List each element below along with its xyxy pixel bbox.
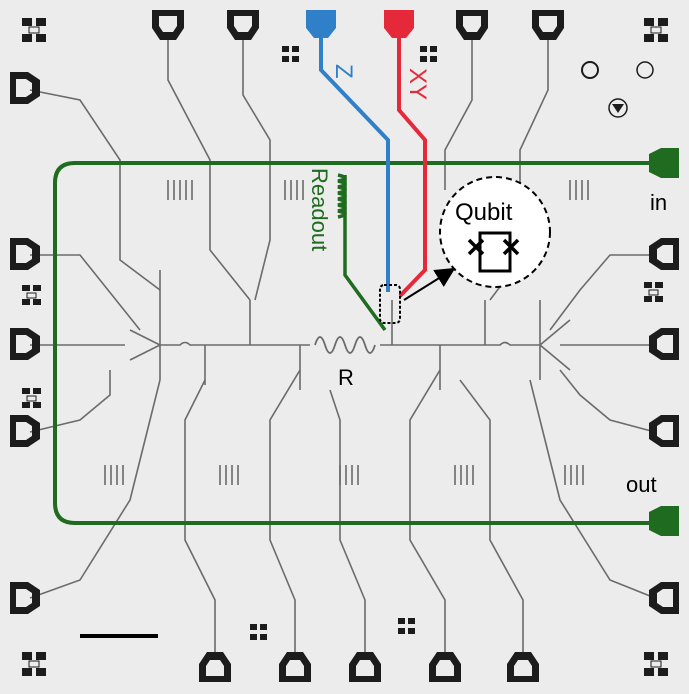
alignment-mark-icon bbox=[398, 618, 415, 634]
alignment-mark-icon bbox=[22, 388, 41, 408]
resonator-r-meander bbox=[314, 336, 376, 354]
alignment-mark-icon bbox=[22, 18, 46, 42]
pad-top-5 bbox=[456, 10, 488, 40]
cross-left bbox=[129, 270, 162, 380]
pad-bottom-1 bbox=[199, 652, 231, 682]
qubit-label: Qubit bbox=[455, 199, 513, 226]
trace-bottom-5 bbox=[459, 379, 524, 655]
out-port-label: out bbox=[626, 472, 657, 497]
alignment-mark-icon bbox=[644, 652, 668, 676]
logo-mark-3-inner bbox=[612, 104, 624, 113]
resonator-label: R bbox=[338, 365, 354, 390]
pad-bottom-2 bbox=[279, 652, 311, 682]
meander-7 bbox=[454, 465, 474, 485]
pad-bottom-5 bbox=[507, 652, 539, 682]
trace-right-3 bbox=[559, 369, 656, 433]
xy-line bbox=[397, 38, 427, 298]
pad-left-1 bbox=[10, 72, 40, 104]
meander-4 bbox=[104, 465, 124, 485]
pad-bottom-3 bbox=[349, 652, 381, 682]
pad-top-6 bbox=[532, 10, 564, 40]
pad-left-3 bbox=[10, 328, 40, 360]
logo-mark-3 bbox=[608, 98, 628, 118]
bond-pads bbox=[10, 10, 679, 682]
trace-bottom-left bbox=[29, 379, 161, 599]
pad-right-6 bbox=[649, 582, 679, 614]
trace-bottom-1 bbox=[184, 379, 216, 655]
xy-pad bbox=[384, 10, 414, 38]
feedline bbox=[53, 161, 649, 525]
alignment-mark-icon bbox=[644, 282, 663, 302]
trace-bottom-4 bbox=[409, 369, 446, 655]
trace-bottom-3 bbox=[329, 389, 366, 655]
pad-bottom-4 bbox=[429, 652, 461, 682]
alignment-mark-icon bbox=[22, 652, 46, 676]
alignment-marks bbox=[22, 18, 668, 676]
trace-bottom-2 bbox=[269, 369, 301, 655]
trace-left-1 bbox=[29, 89, 161, 291]
alignment-mark-icon bbox=[420, 46, 437, 62]
trace-top-2 bbox=[242, 38, 271, 301]
readout-coil bbox=[337, 173, 347, 219]
trace-top-1 bbox=[167, 38, 251, 301]
meander-5 bbox=[219, 465, 239, 485]
pad-top-2 bbox=[227, 10, 259, 40]
z-pad bbox=[306, 10, 336, 38]
pad-in bbox=[649, 148, 679, 178]
resonator-bus-right bbox=[380, 341, 540, 346]
pad-right-4 bbox=[649, 415, 679, 447]
alignment-mark-icon bbox=[282, 46, 299, 62]
coupler-stubs bbox=[204, 300, 486, 390]
pad-left-2 bbox=[10, 238, 40, 270]
josephson-junction-icon bbox=[467, 231, 520, 273]
meander-8 bbox=[564, 465, 584, 485]
resonator-bus-left bbox=[160, 341, 310, 346]
meander-3 bbox=[569, 180, 589, 200]
pad-left-5 bbox=[10, 582, 40, 614]
in-port-label: in bbox=[650, 190, 667, 215]
trace-top-3 bbox=[444, 38, 473, 190]
pad-right-2 bbox=[649, 238, 679, 270]
readout-label: Readout bbox=[307, 168, 332, 251]
pad-top-1 bbox=[152, 10, 184, 40]
trace-right-1 bbox=[549, 254, 655, 331]
z-line bbox=[319, 38, 390, 292]
meander-2 bbox=[284, 180, 304, 200]
alignment-mark-icon bbox=[250, 624, 267, 640]
logo-mark-1 bbox=[581, 61, 599, 79]
z-label: Z bbox=[330, 64, 357, 79]
arrow-icon bbox=[403, 267, 456, 301]
cross-right bbox=[538, 300, 571, 380]
meander-6 bbox=[339, 465, 359, 485]
qubit-location-box bbox=[379, 284, 401, 324]
pad-right-3 bbox=[649, 328, 679, 360]
alignment-mark-icon bbox=[644, 18, 668, 42]
pad-out bbox=[649, 506, 679, 536]
logo-mark-2 bbox=[636, 61, 654, 79]
pad-left-4 bbox=[10, 415, 40, 447]
trace-bottom-right bbox=[529, 379, 656, 599]
meander-1 bbox=[167, 180, 193, 200]
xy-label: XY bbox=[404, 68, 431, 100]
alignment-mark-icon bbox=[22, 285, 41, 305]
